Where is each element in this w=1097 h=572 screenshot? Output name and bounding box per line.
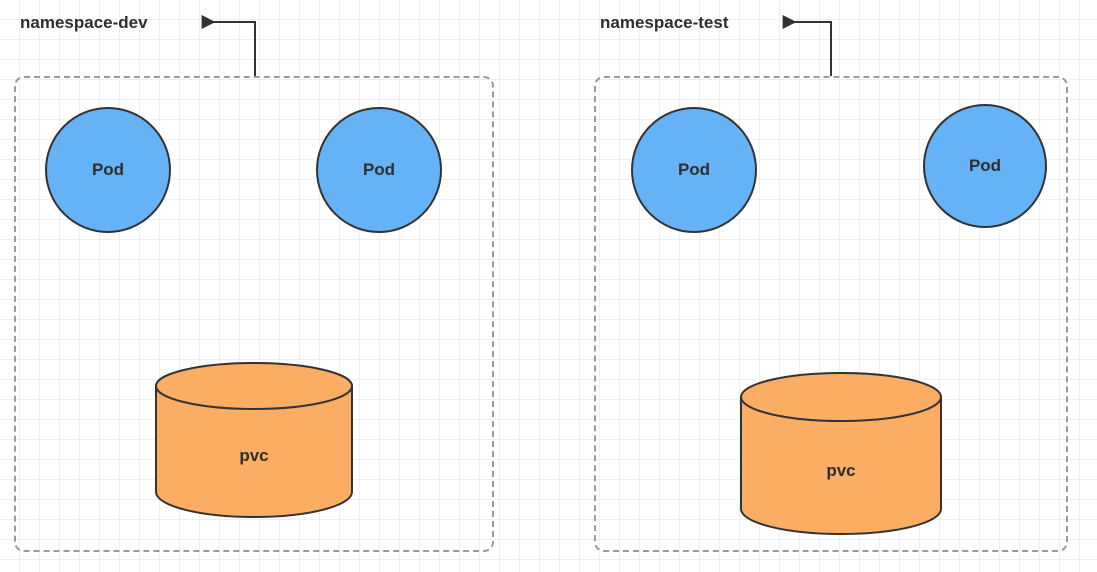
pod-label: Pod <box>968 156 1002 175</box>
namespace-container-dev[interactable] <box>14 76 494 552</box>
connector-arrow-test <box>782 15 832 76</box>
pod-label: Pod <box>362 160 396 179</box>
pod-label: Pod <box>91 160 125 179</box>
namespace-label-test[interactable]: namespace-test <box>600 13 729 32</box>
pod-node-test-2[interactable]: Pod <box>923 104 1047 228</box>
pod-node-test-1[interactable]: Pod <box>631 107 757 233</box>
pod-node-dev-1[interactable]: Pod <box>45 107 171 233</box>
cylinder-shape <box>740 372 942 535</box>
pod-label: Pod <box>677 160 711 179</box>
connector-arrow-dev <box>201 15 256 76</box>
pod-node-dev-2[interactable]: Pod <box>316 107 442 233</box>
namespace-label-dev[interactable]: namespace-dev <box>20 13 148 32</box>
pvc-node-test[interactable]: pvc <box>739 371 943 535</box>
namespace-container-test[interactable] <box>594 76 1068 552</box>
pvc-node-dev[interactable]: pvc <box>154 361 354 518</box>
cylinder-shape <box>155 362 353 518</box>
